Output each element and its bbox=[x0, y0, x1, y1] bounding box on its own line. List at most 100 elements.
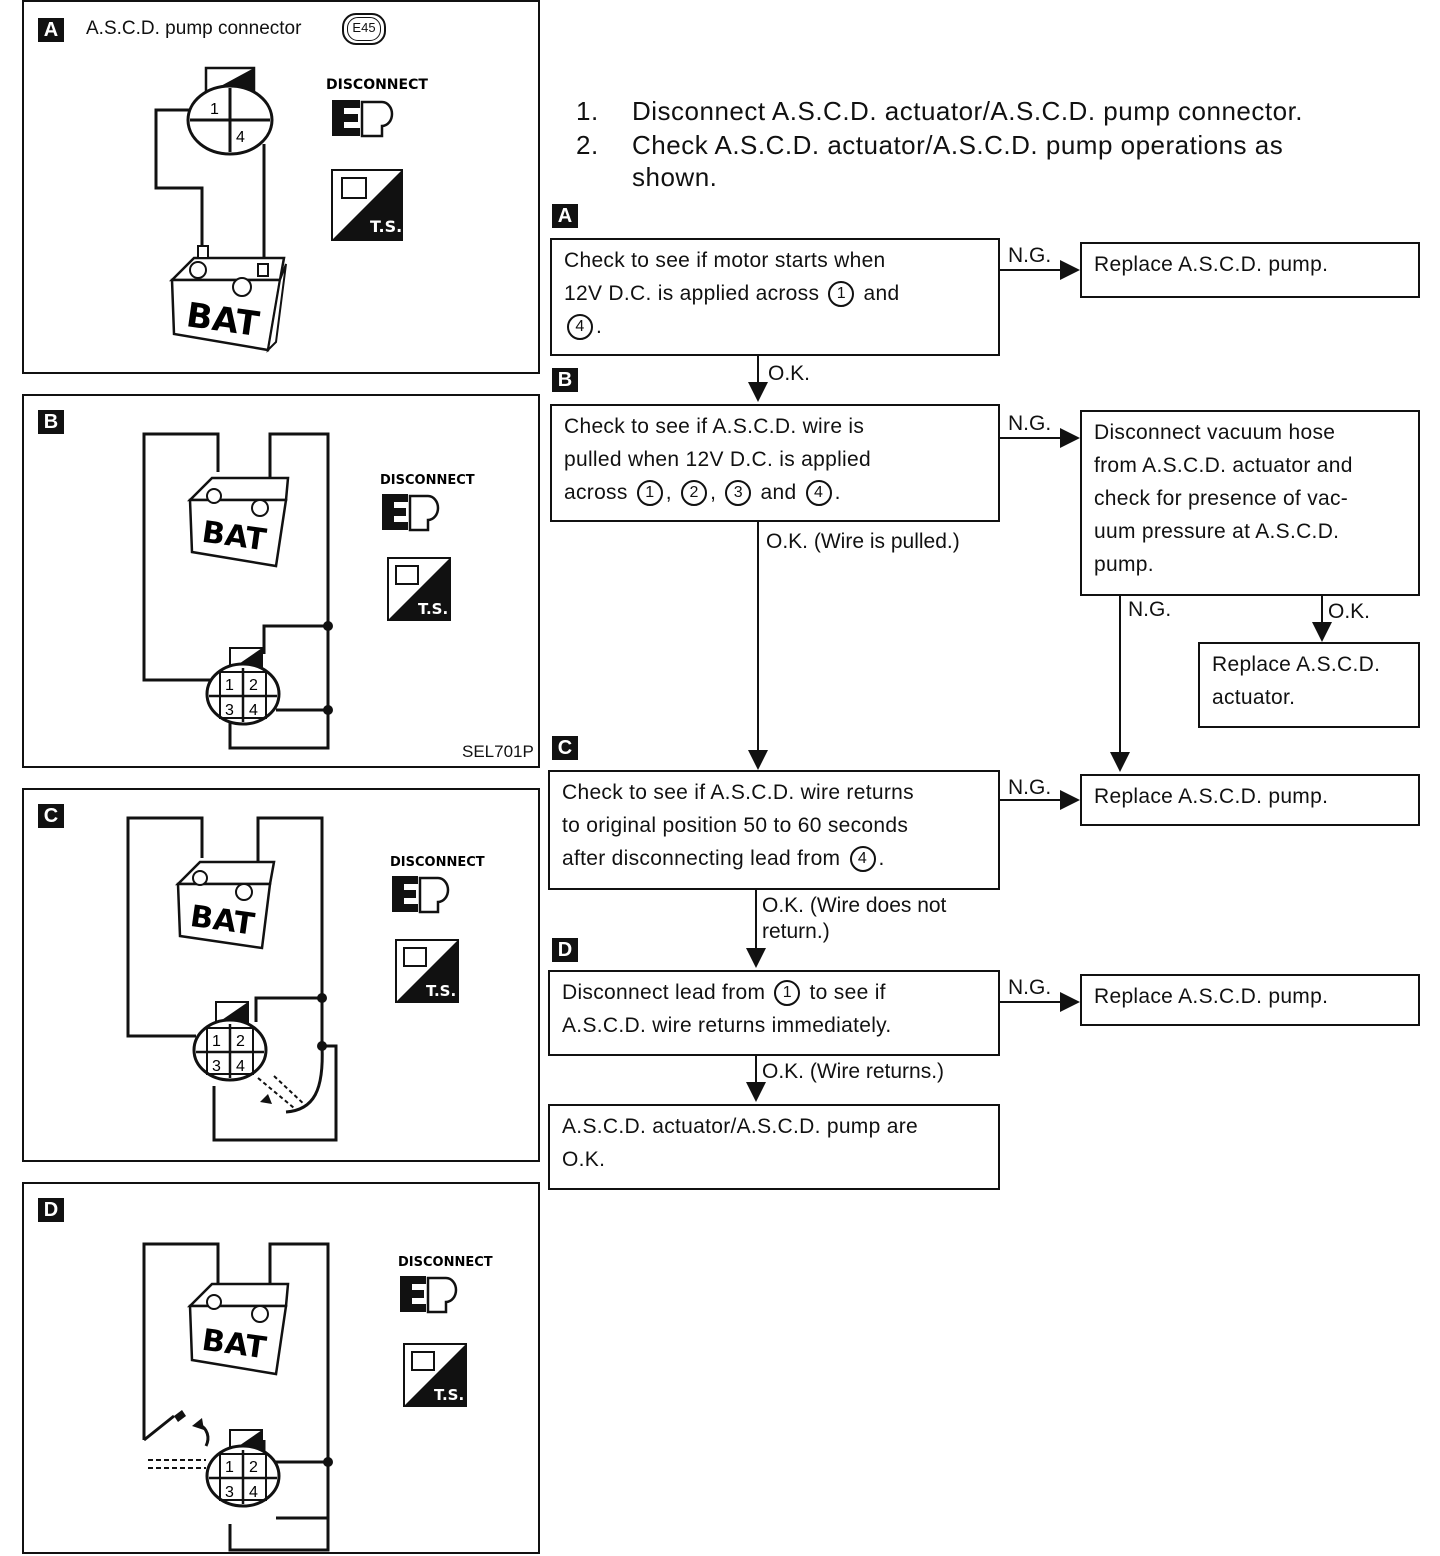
disconnect-label-b: DISCONNECT bbox=[380, 473, 475, 488]
panel-a-letter: A bbox=[38, 18, 64, 42]
pin-1-label: 1 bbox=[210, 101, 219, 118]
flow-a-check-line2: 12V D.C. is applied across bbox=[564, 282, 820, 305]
panel-d-letter: D bbox=[38, 1198, 64, 1222]
svg-text:1: 1 bbox=[225, 677, 234, 694]
flow-c-ok-label-line1: O.K. (Wire does not bbox=[762, 894, 947, 917]
ts-label-d: T.S. bbox=[434, 1386, 464, 1404]
step-1-number: 1. bbox=[576, 96, 599, 126]
flow-d-final-line1: A.S.C.D. actuator/A.S.C.D. pump are bbox=[562, 1115, 918, 1138]
terminal-1-symbol: 1 bbox=[774, 980, 801, 1007]
flow-b-sub-ok-result-line1: Replace A.S.C.D. bbox=[1212, 653, 1381, 676]
step-2-text-line1: Check A.S.C.D. actuator/A.S.C.D. pump op… bbox=[632, 130, 1284, 160]
flow-a-ng-label: N.G. bbox=[1008, 244, 1052, 267]
svg-text:3: 3 bbox=[225, 702, 234, 719]
panel-b-wiring-diagram: BAT 1 2 3 4 DISCONNECT T.S. bbox=[142, 432, 475, 750]
flow-a-ng-result-box: Replace A.S.C.D. pump. bbox=[1080, 242, 1420, 298]
terminal-1-symbol: 1 bbox=[828, 281, 855, 308]
svg-text:4: 4 bbox=[249, 1484, 258, 1501]
panel-a-wiring-diagram: 1 4 BAT DISCONNECT T.S. bbox=[154, 66, 428, 353]
flow-c-ng-result: Replace A.S.C.D. pump. bbox=[1094, 785, 1329, 808]
flow-a-and: and bbox=[863, 282, 900, 305]
panel-b: B SEL701P BAT 1 2 3 4 DISCONNECT T.S. bbox=[22, 394, 540, 768]
flow-b-sub-ok-label: O.K. bbox=[1328, 600, 1371, 623]
svg-text:2: 2 bbox=[249, 1459, 258, 1476]
terminal-4-symbol: 4 bbox=[805, 480, 832, 507]
svg-text:4: 4 bbox=[236, 1058, 245, 1075]
flow-a-check-line1: Check to see if motor starts when bbox=[564, 249, 886, 272]
panel-d: D BAT 1 2 3 4 DISCONNECT bbox=[22, 1182, 540, 1554]
flow-b-ng-result-line5: pump. bbox=[1094, 553, 1154, 576]
flow-a-check-line3: . bbox=[596, 315, 603, 338]
step-1-text: Disconnect A.S.C.D. actuator/A.S.C.D. pu… bbox=[632, 96, 1304, 126]
ts-label-a: T.S. bbox=[370, 217, 402, 236]
svg-text:2: 2 bbox=[236, 1033, 245, 1050]
flow-c-letter: C bbox=[552, 736, 578, 760]
ts-label-c: T.S. bbox=[426, 982, 456, 1000]
panel-a-title: A.S.C.D. pump connector bbox=[86, 18, 302, 39]
flow-d-ok-label: O.K. (Wire returns.) bbox=[762, 1060, 945, 1083]
ts-label-b: T.S. bbox=[418, 600, 448, 618]
step-2-number: 2. bbox=[576, 130, 599, 160]
flow-b-ok-label: O.K. (Wire is pulled.) bbox=[766, 530, 960, 553]
disconnect-label-c: DISCONNECT bbox=[390, 855, 485, 870]
flow-d-ng-label: N.G. bbox=[1008, 976, 1052, 999]
terminal-4-symbol: 4 bbox=[849, 846, 876, 873]
panel-d-wiring-diagram: BAT 1 2 3 4 DISCONNECT T.S. bbox=[142, 1242, 493, 1552]
disconnect-label-a: DISCONNECT bbox=[326, 77, 428, 93]
terminal-1-symbol: 1 bbox=[636, 480, 663, 507]
flow-b-ng-result-line1: Disconnect vacuum hose bbox=[1094, 421, 1336, 444]
flow-d-check-line1a: Disconnect lead from bbox=[562, 981, 766, 1004]
terminal-4-symbol: 4 bbox=[567, 314, 593, 341]
flow-b-sub-ok-result-box: Replace A.S.C.D. actuator. bbox=[1198, 642, 1420, 728]
flow-b-ng-result-line2: from A.S.C.D. actuator and bbox=[1094, 454, 1353, 477]
svg-text:1: 1 bbox=[212, 1033, 221, 1050]
flow-c-check-line1: Check to see if A.S.C.D. wire returns bbox=[562, 781, 914, 804]
flow-b-letter: B bbox=[552, 368, 578, 392]
connector-id-badge: E45 bbox=[342, 13, 386, 45]
flow-b-check-line1: Check to see if A.S.C.D. wire is bbox=[564, 415, 865, 438]
flow-b-and: and bbox=[760, 481, 797, 504]
panel-c-wiring-diagram: BAT 1 2 3 4 DISCONNECT T.S. bbox=[126, 816, 485, 1142]
flow-b-ng-result-line3: check for presence of vac- bbox=[1094, 487, 1349, 510]
flow-c-ok-label-line2: return.) bbox=[762, 920, 830, 943]
flow-a-letter: A bbox=[552, 204, 578, 228]
svg-text:1: 1 bbox=[225, 1459, 234, 1476]
flow-d-ng-result-box: Replace A.S.C.D. pump. bbox=[1080, 974, 1420, 1026]
flow-b-ng-result-line4: uum pressure at A.S.C.D. bbox=[1094, 520, 1340, 543]
flow-d-letter: D bbox=[552, 938, 578, 962]
flow-b-check-line2: pulled when 12V D.C. is applied bbox=[564, 448, 871, 471]
step-2-text-line2: shown. bbox=[632, 162, 718, 192]
pin-4-label: 4 bbox=[236, 129, 245, 146]
panel-b-letter: B bbox=[38, 410, 64, 434]
flow-c-ng-result-box: Replace A.S.C.D. pump. bbox=[1080, 774, 1420, 826]
disconnect-label-d: DISCONNECT bbox=[398, 1255, 493, 1270]
terminal-2-symbol: 2 bbox=[681, 480, 708, 507]
flow-d-check-line2: A.S.C.D. wire returns immediately. bbox=[562, 1014, 892, 1037]
panel-c: C BAT 1 2 3 4 DISCONNECT bbox=[22, 788, 540, 1162]
svg-text:4: 4 bbox=[249, 702, 258, 719]
panel-c-letter: C bbox=[38, 804, 64, 828]
flow-a-ok-label: O.K. bbox=[768, 362, 811, 385]
flow-d-check-box: Disconnect lead from 1 to see if A.S.C.D… bbox=[548, 970, 1000, 1056]
connector-id: E45 bbox=[347, 17, 381, 41]
svg-text:2: 2 bbox=[249, 677, 258, 694]
panel-b-code: SEL701P bbox=[462, 742, 534, 761]
flow-b-check-box: Check to see if A.S.C.D. wire is pulled … bbox=[550, 404, 1000, 522]
terminal-3-symbol: 3 bbox=[725, 480, 752, 507]
flow-b-ng-label: N.G. bbox=[1008, 412, 1052, 435]
flow-d-final-box: A.S.C.D. actuator/A.S.C.D. pump are O.K. bbox=[548, 1104, 1000, 1190]
flow-d-check-line1b: to see if bbox=[809, 981, 886, 1004]
flow-a-ng-result: Replace A.S.C.D. pump. bbox=[1094, 253, 1329, 276]
flow-d-final-line2: O.K. bbox=[562, 1148, 606, 1171]
svg-text:3: 3 bbox=[212, 1058, 221, 1075]
flow-b-sub-ok-result-line2: actuator. bbox=[1212, 686, 1296, 709]
svg-text:3: 3 bbox=[225, 1484, 234, 1501]
flow-c-check-line2: to original position 50 to 60 seconds bbox=[562, 814, 909, 837]
flow-c-check-line3: after disconnecting lead from bbox=[562, 847, 841, 870]
flow-a-check-box: Check to see if motor starts when 12V D.… bbox=[550, 238, 1000, 356]
flow-b-ng-result-box: Disconnect vacuum hose from A.S.C.D. act… bbox=[1080, 410, 1420, 596]
flow-c-ng-label: N.G. bbox=[1008, 776, 1052, 799]
flow-b-check-line3: across bbox=[564, 481, 628, 504]
flow-b-sub-ng-label: N.G. bbox=[1128, 598, 1172, 621]
